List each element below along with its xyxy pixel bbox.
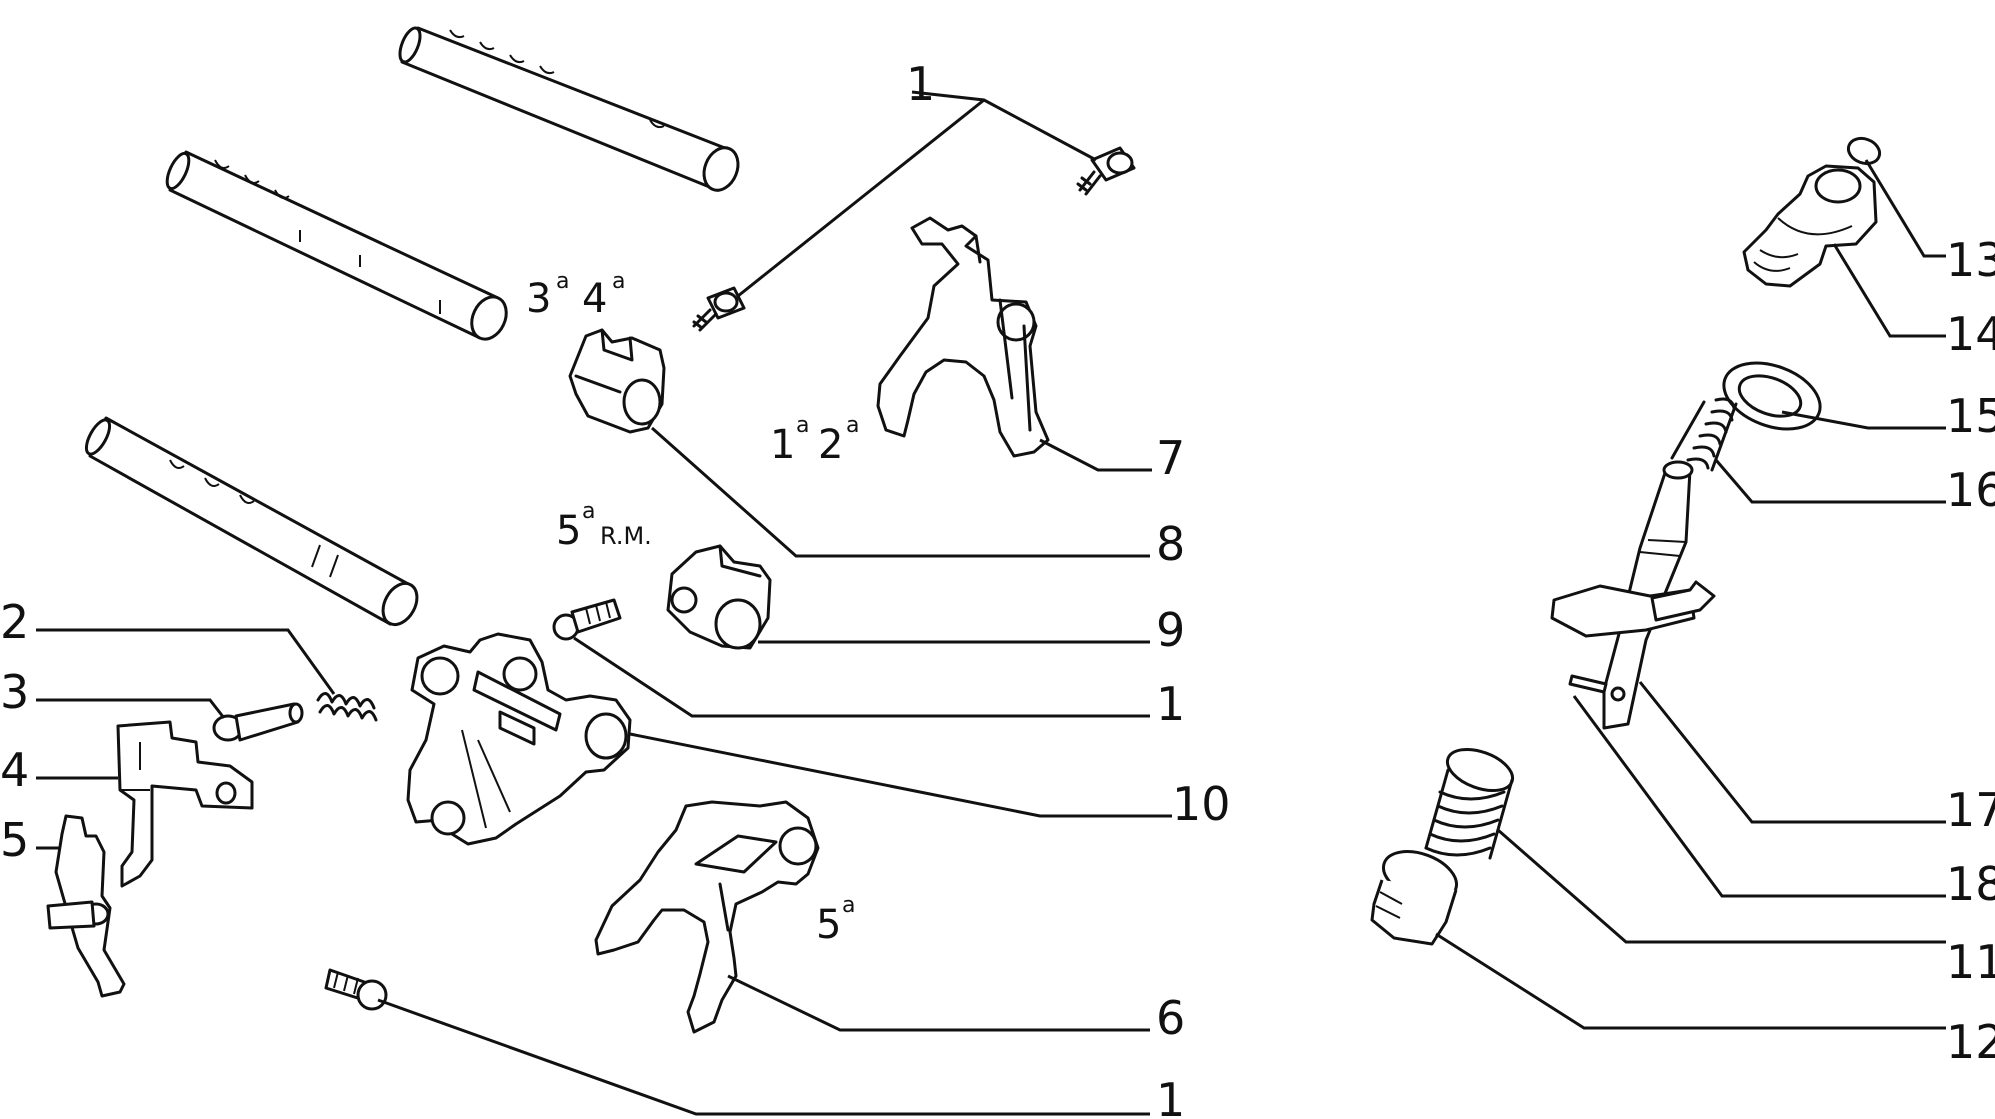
spring-part-16: [1670, 397, 1738, 472]
selector-fork-part-7: [876, 216, 1050, 458]
callout-1-top: 1: [906, 57, 935, 111]
block-part-8: [568, 328, 666, 434]
callout-numbers: 1 2 3 4 5 7 8 9 1 10 6 1 13 14 15 16 17 …: [0, 57, 1995, 1119]
bushing-part-12: [1370, 850, 1458, 946]
screw-top-right: [1076, 146, 1136, 196]
svg-text:3: 3: [526, 276, 551, 322]
callout-18: 18: [1946, 857, 1995, 911]
gear-label-5a-rm: 5 a R.M.: [556, 499, 652, 554]
bracket-part-5: [46, 814, 126, 998]
callout-16: 16: [1946, 463, 1995, 517]
gear-label-3a-4a: 3 a 4 a: [526, 269, 625, 322]
callout-14: 14: [1946, 307, 1995, 361]
plug-part-14: [1742, 164, 1878, 288]
callout-2: 2: [0, 595, 29, 649]
pin-part-3: [212, 702, 304, 742]
screw-middle-left: [692, 286, 746, 332]
svg-text:5: 5: [816, 902, 841, 948]
svg-text:a: a: [796, 413, 809, 438]
spring-part-2: [316, 692, 378, 722]
screw-bottom: [324, 968, 388, 1011]
svg-text:a: a: [846, 413, 859, 438]
selector-shaft-middle: [165, 150, 508, 341]
svg-text:a: a: [612, 269, 625, 294]
svg-text:R.M.: R.M.: [600, 522, 652, 550]
selector-shaft-lower: [84, 416, 419, 627]
ring-part-13: [1846, 136, 1882, 166]
selector-fork-part-6: [594, 800, 820, 1034]
callout-1-middle: 1: [1156, 677, 1185, 731]
svg-text:a: a: [842, 893, 855, 918]
callout-17: 17: [1946, 783, 1995, 837]
callout-6: 6: [1156, 991, 1185, 1045]
selector-shaft-top: [398, 26, 740, 192]
block-part-9: [666, 544, 772, 650]
callout-11: 11: [1946, 935, 1995, 989]
callout-3: 3: [0, 665, 29, 719]
svg-text:2: 2: [818, 422, 843, 468]
pin-part-17: [1568, 674, 1608, 694]
lever-bracket-part-10: [406, 632, 632, 846]
callout-8: 8: [1156, 517, 1185, 571]
washer-part-15: [1722, 361, 1822, 431]
svg-text:5: 5: [556, 508, 581, 554]
gear-label-5a: 5 a: [816, 893, 855, 948]
spring-part-11: [1424, 747, 1515, 860]
callout-5: 5: [0, 813, 29, 867]
screw-middle: [552, 598, 622, 641]
leader-lines: [36, 90, 1946, 1116]
svg-text:4: 4: [582, 276, 607, 322]
plate-part-4: [116, 720, 254, 888]
callout-12: 12: [1946, 1015, 1995, 1069]
gear-label-1a-2a: 1 a 2 a: [770, 413, 859, 468]
svg-text:a: a: [582, 499, 595, 524]
svg-text:1: 1: [770, 422, 795, 468]
shaft-part-18: [1550, 460, 1716, 730]
callout-10: 10: [1172, 777, 1231, 831]
callout-9: 9: [1156, 603, 1185, 657]
callout-7: 7: [1156, 431, 1185, 485]
svg-text:a: a: [556, 269, 569, 294]
callout-13: 13: [1946, 233, 1995, 287]
callout-1-bottom: 1: [1156, 1073, 1185, 1119]
callout-4: 4: [0, 743, 29, 797]
callout-15: 15: [1946, 389, 1995, 443]
